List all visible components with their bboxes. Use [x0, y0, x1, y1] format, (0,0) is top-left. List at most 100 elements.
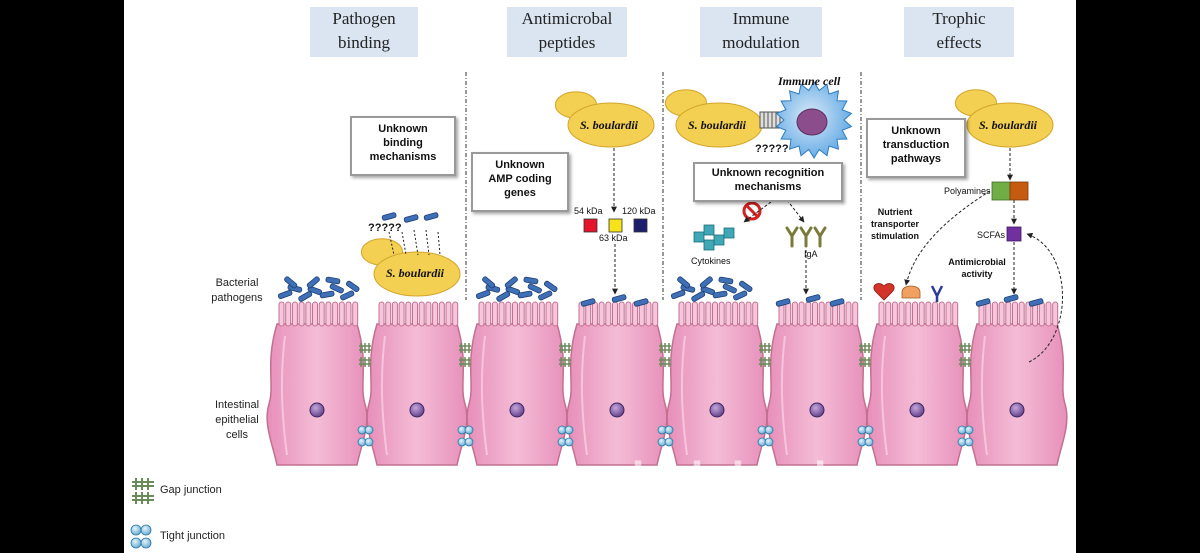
microvillus	[1018, 301, 1025, 327]
cell-nucleus	[1009, 402, 1025, 418]
bacterial-pathogens-label: Bacterial pathogens	[211, 277, 263, 304]
binding-tether	[437, 231, 441, 256]
epithelial-cell	[866, 323, 968, 466]
microvillus	[305, 301, 312, 327]
microvillus	[552, 301, 559, 327]
gap-junction	[459, 357, 471, 367]
tight-junction	[664, 437, 674, 447]
arrow-polyamines-to-transporter	[904, 190, 991, 286]
tight-junction-legend-label: Tight junction	[160, 530, 226, 542]
microvillus	[925, 301, 932, 327]
pathogen-rod	[403, 214, 419, 223]
microvillus	[1025, 301, 1032, 327]
gap-junction	[759, 343, 771, 353]
microvillus	[825, 301, 832, 327]
tight-junction-legend-icon	[130, 524, 142, 536]
cell-nucleus	[509, 402, 525, 418]
tight-junction-legend-icon	[140, 537, 152, 549]
tight-junction	[664, 425, 674, 435]
tight-junction	[364, 425, 374, 435]
microvillus	[625, 301, 632, 327]
tight-junction	[764, 425, 774, 435]
transporter-orange	[901, 285, 921, 299]
microvillus	[352, 301, 359, 327]
transporter-red	[873, 283, 895, 301]
cell-nucleus	[609, 402, 625, 418]
microvillus	[878, 301, 885, 327]
pathogen-rod	[325, 276, 341, 285]
diagram-art	[130, 72, 1068, 549]
cell-highlight	[880, 335, 888, 456]
prohibited-icon-slash	[744, 203, 760, 219]
iga-antibody	[799, 226, 813, 248]
microvillus	[945, 301, 952, 327]
yeast-label-binding: S. boulardii	[386, 266, 445, 280]
pathogen-rod	[345, 280, 360, 293]
microvillus	[891, 301, 898, 327]
microvillus	[538, 301, 545, 327]
microvillus	[645, 301, 652, 327]
microvillus	[812, 301, 818, 327]
microvillus	[898, 301, 905, 327]
microvillus	[385, 301, 392, 327]
cell-nucleus	[709, 402, 725, 418]
tight-junction	[464, 425, 474, 435]
microvillus	[725, 301, 732, 327]
iga-label: IgA	[804, 249, 818, 259]
microvillus	[852, 301, 859, 327]
microvillus	[312, 301, 318, 327]
microvillus	[845, 301, 852, 327]
cell-nucleus	[309, 402, 325, 418]
pathogen-rod	[733, 290, 748, 301]
pathogen-rod	[277, 289, 293, 300]
microvillus	[905, 301, 912, 327]
yeast-label-immune: S. boulardii	[688, 118, 747, 132]
microvillus	[1052, 301, 1059, 327]
microvillus	[1005, 301, 1012, 327]
cytokine	[703, 239, 715, 251]
tight-junction	[964, 437, 974, 447]
pathogen-rod	[712, 290, 728, 299]
microvillus	[332, 301, 339, 327]
pathogen-rod	[580, 298, 596, 307]
polyamines-label: Polyamines	[944, 186, 991, 196]
cell-highlight	[980, 335, 988, 456]
tight-junction	[564, 437, 574, 447]
microvillus	[718, 301, 725, 327]
microvillus	[678, 301, 685, 327]
tight-junction	[864, 437, 874, 447]
gap-junction	[559, 357, 571, 367]
pathogen-rod	[691, 291, 706, 302]
gap-junction-legend-label: Gap junction	[160, 484, 222, 496]
cell-highlight	[580, 335, 588, 456]
pathogen-rod	[319, 290, 335, 299]
cytokine	[693, 231, 705, 243]
gap-junction	[759, 357, 771, 367]
cell-nucleus	[909, 402, 925, 418]
pathogen-rod	[284, 276, 298, 289]
microvillus	[685, 301, 692, 327]
iga-antibody	[813, 226, 827, 248]
microvillus	[1012, 301, 1018, 327]
microvillus	[532, 301, 539, 327]
pathogen-rod	[805, 294, 821, 303]
nutrient-stimulation-label: Nutrient transporter stimulation	[870, 207, 919, 241]
microvillus	[432, 301, 439, 327]
pathogen-rod	[381, 212, 397, 221]
epithelial-cell	[666, 323, 768, 466]
gap-junction	[659, 357, 671, 367]
microvillus	[912, 301, 918, 327]
microvillus	[991, 301, 998, 327]
tight-junction-legend-icon	[140, 524, 152, 536]
microvillus	[745, 301, 752, 327]
microvillus	[278, 301, 285, 327]
microvillus	[738, 301, 745, 327]
tight-junction	[764, 437, 774, 447]
microvillus	[885, 301, 892, 327]
microvillus	[318, 301, 325, 327]
pathogen-rod	[677, 276, 691, 289]
pathogen-rod	[482, 276, 496, 289]
title-trophic-effects: Trophic effects	[904, 7, 1014, 57]
pathogen-rod	[306, 276, 320, 289]
gap-junction	[659, 343, 671, 353]
